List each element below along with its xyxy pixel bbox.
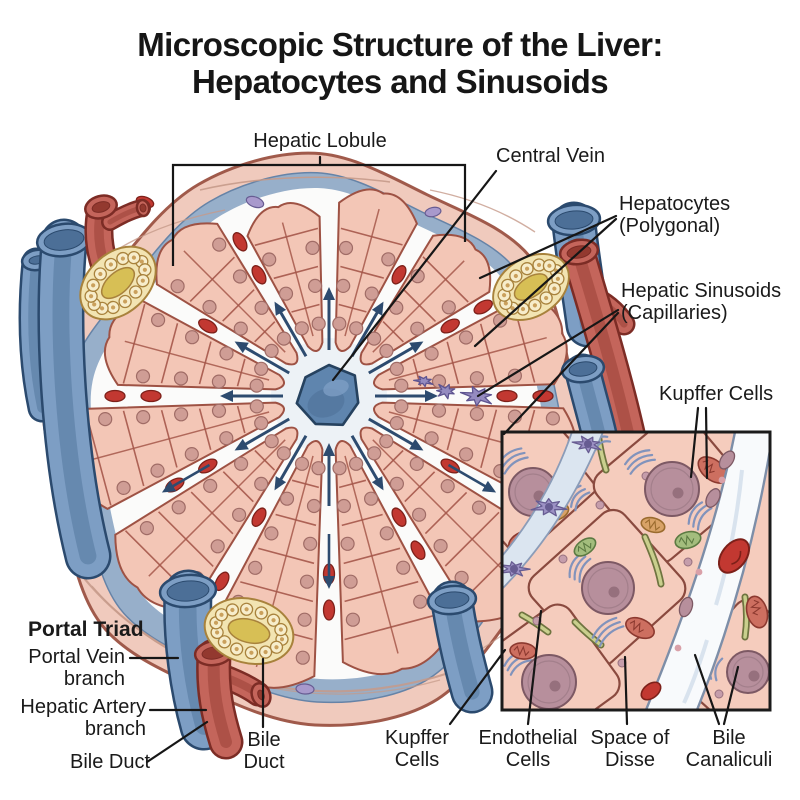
label-hepatic-sinusoids: Hepatic Sinusoids(Capillaries) [621,280,782,324]
label-bile-duct-left: Bile Duct [70,751,151,773]
page-title-line1: Microscopic Structure of the Liver: [137,26,663,63]
label-portal-triad: Portal Triad [28,618,144,641]
page-title-line2: Hepatocytes and Sinusoids [192,63,609,100]
label-kupffer-cells-top: Kupffer Cells [659,383,774,405]
bile-duct-ring [79,245,157,321]
label-hepatocytes: Hepatocytes(Polygonal) [619,193,731,237]
leader-lines [128,155,740,764]
bile-duct-ring [203,597,295,665]
portal-vessels [18,194,648,760]
inset-border [500,430,772,712]
label-central-vein: Central Vein [496,145,605,167]
inset-magnified-view [502,432,770,710]
bile-duct-ring [492,252,570,322]
page-title: Microscopic Structure of the Liver: Hepa… [0,26,800,100]
label-hepatic-lobule: Hepatic Lobule [253,130,387,152]
